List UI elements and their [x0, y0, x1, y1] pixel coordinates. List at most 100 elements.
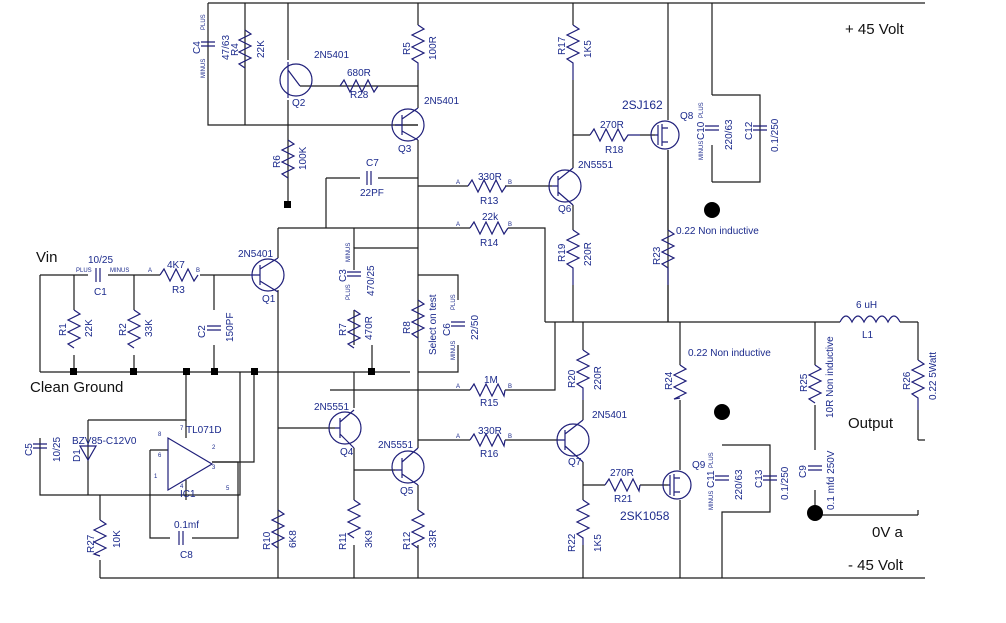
r25-value: 10R Non inductive — [825, 336, 836, 418]
transistor-q2 — [279, 62, 313, 98]
r10-ref: R10 — [262, 531, 273, 550]
r14-value: 22k — [482, 212, 499, 223]
ic1-pin-4: 4 — [180, 484, 184, 490]
r5-value: 100R — [428, 36, 439, 60]
c13-value: 0.1/250 — [780, 466, 791, 500]
ic1-pin-6: 6 — [158, 453, 162, 459]
c7-ref: C7 — [366, 158, 379, 169]
c7-value: 22PF — [360, 188, 384, 199]
q9-ref: Q9 — [692, 460, 706, 471]
capacitor-c5 — [33, 443, 47, 449]
resistor-r20 — [575, 349, 591, 400]
r11-ref: R11 — [338, 532, 349, 550]
r17-ref: R17 — [557, 36, 568, 55]
c6-ref: C6 — [442, 323, 453, 336]
c6-value: 22/50 — [470, 315, 481, 340]
c8-value: 0.1mf — [174, 520, 199, 531]
r8-ref: R8 — [402, 321, 413, 334]
positive-rail-label: + 45 Volt — [845, 21, 905, 38]
q5-type: 2N5551 — [378, 440, 413, 451]
c3-pin-minus: MINUS — [346, 243, 352, 262]
resistor-r10 — [270, 509, 286, 549]
component-labels: R1 22K R2 33K R3 4K7 R4 22K R5 100R R6 1… — [24, 14, 939, 561]
capacitor-c7 — [366, 171, 372, 185]
r15-value: 1M — [484, 375, 498, 386]
r23-ref: R23 — [652, 246, 663, 265]
c10-value: 220/63 — [724, 119, 735, 150]
transistor-q7 — [556, 419, 590, 463]
c9-ref: C9 — [798, 465, 809, 478]
r7-value: 470R — [364, 316, 375, 340]
r21-value: 270R — [610, 468, 634, 479]
r16-pin-a: A — [456, 434, 460, 440]
resistor-r8 — [410, 299, 426, 339]
r15-pin-a: A — [456, 384, 460, 390]
r13-pin-a: A — [456, 180, 460, 186]
r20-ref: R20 — [567, 369, 578, 388]
c10-pin-minus: MINUS — [699, 141, 705, 160]
r11-value: 3K9 — [364, 530, 375, 548]
resistor-r16 — [469, 432, 506, 448]
r7-ref: R7 — [338, 323, 349, 336]
q7-type: 2N5401 — [592, 410, 627, 421]
capacitor-c2 — [207, 325, 221, 331]
c12-ref: C12 — [744, 121, 755, 140]
r6-ref: R6 — [272, 155, 283, 168]
resistor-r13 — [467, 178, 507, 194]
c1-value: 10/25 — [88, 255, 113, 266]
resistor-r23 — [660, 229, 676, 285]
r6-value: 100K — [298, 146, 309, 170]
resistor-r27 — [92, 519, 108, 557]
r17-value: 1K5 — [583, 40, 594, 58]
q1-ref: Q1 — [262, 294, 276, 305]
transistor-q6 — [548, 167, 582, 206]
l1-value: 6 uH — [856, 300, 877, 311]
capacitor-c10 — [705, 125, 719, 131]
resistor-r24 — [672, 364, 688, 400]
capacitor-c3 — [347, 271, 361, 277]
resistor-r22 — [575, 499, 591, 545]
resistor-r6 — [280, 139, 296, 179]
r3-value: 4K7 — [167, 260, 185, 271]
resistor-r4 — [237, 29, 253, 69]
c1-pin-minus: MINUS — [110, 268, 129, 274]
c6-ref-dummy: 10/25 — [52, 437, 63, 462]
q1-type: 2N5401 — [238, 249, 273, 260]
q3-ref: Q3 — [398, 144, 412, 155]
resistor-r21 — [604, 477, 641, 493]
r14-ref: R14 — [480, 238, 499, 249]
resistor-r12 — [410, 509, 426, 549]
r1-ref: R1 — [58, 323, 69, 336]
zener-d1 — [78, 445, 98, 462]
c9-value: 0.1 mfd 250V — [826, 450, 837, 510]
clean-ground-label: Clean Ground — [30, 379, 123, 396]
r4-ref: R4 — [230, 43, 241, 56]
mosfet-q9 — [662, 470, 692, 500]
r27-value: 10K — [112, 530, 123, 548]
ic1-pin-8: 8 — [158, 432, 162, 438]
resistor-r17 — [565, 24, 581, 80]
r12-ref: R12 — [402, 531, 413, 550]
c11-ref: C11 — [706, 470, 717, 488]
c1-pin-plus: PLUS — [76, 268, 92, 274]
c12-value: 0.1/250 — [770, 118, 781, 152]
ic1-pin-2: 2 — [212, 445, 216, 451]
capacitor-c8 — [178, 531, 184, 545]
ic1-pin-5: 5 — [226, 486, 230, 492]
r5-ref: R5 — [402, 42, 413, 55]
resistor-r26 — [910, 359, 926, 410]
c11-value: 220/63 — [734, 469, 745, 500]
l1-ref: L1 — [862, 330, 874, 341]
ic1-ref: IC1 — [180, 489, 196, 500]
q8-type: 2SJ162 — [622, 98, 663, 112]
c10-ref: C10 — [696, 121, 707, 140]
ic1-pin-3: 3 — [212, 465, 216, 471]
r23-value: 0.22 Non inductive — [676, 226, 759, 237]
q2-ref: Q2 — [292, 98, 306, 109]
c3-value: 470/25 — [366, 265, 377, 296]
c8-ref: C8 — [180, 550, 193, 561]
r2-value: 33K — [144, 319, 155, 337]
c11-pin-plus: PLUS — [709, 452, 715, 468]
q2-type: 2N5401 — [314, 50, 349, 61]
resistor-r1 — [66, 309, 82, 349]
